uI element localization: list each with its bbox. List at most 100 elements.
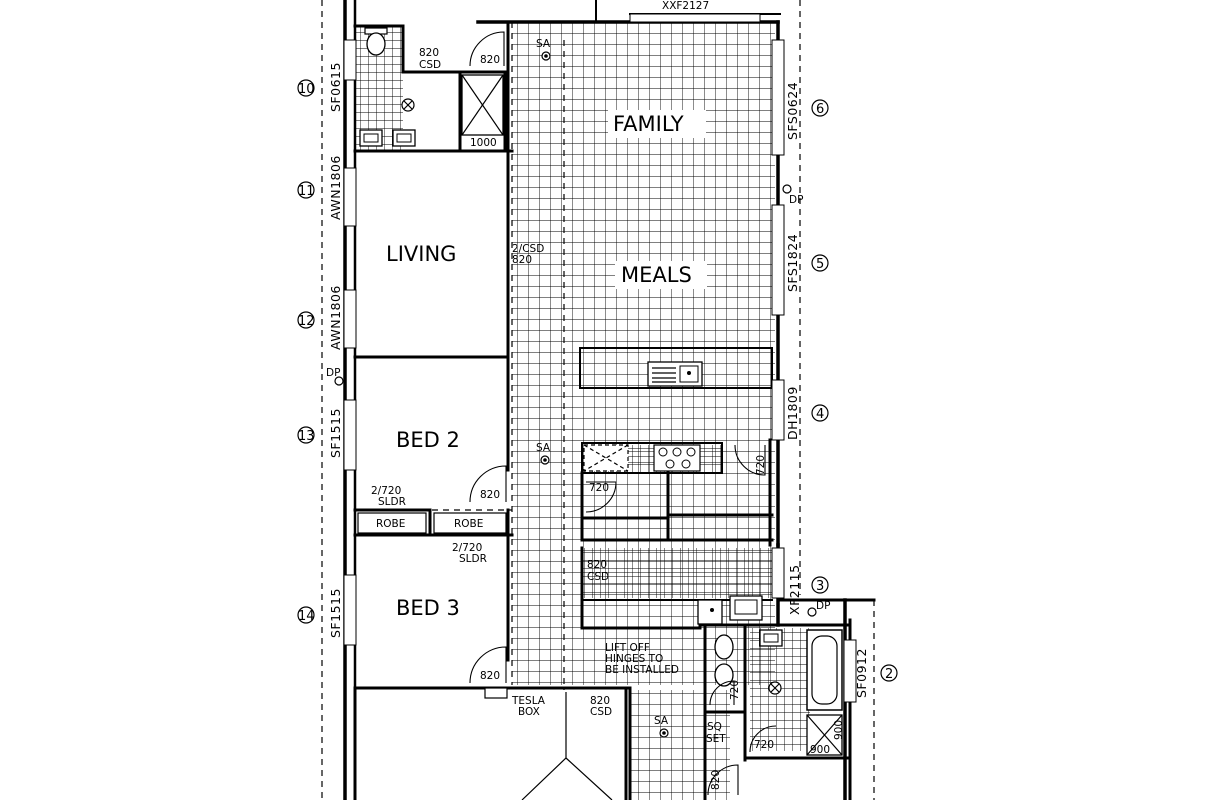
svg-text:11: 11 <box>298 184 315 199</box>
door-csd-label: 2/CSD <box>512 243 544 255</box>
door-width-label: 720 <box>754 739 774 751</box>
room-labels: FAMILY LIVING MEALS BED 2 BED 3 <box>380 110 707 620</box>
tesla-box-label: BOX <box>518 706 540 718</box>
sq-set-label: SET <box>706 733 726 745</box>
robe-label: ROBE <box>454 518 483 530</box>
window-awn1806-label: AWN1806 <box>328 155 343 220</box>
door-width-label: 720 <box>755 455 767 475</box>
bathtub-icon <box>806 629 843 711</box>
marker-2: 2 <box>880 664 898 682</box>
lift-off-hinges-note: HINGES TO <box>605 653 663 665</box>
room-bed2-label: BED 2 <box>396 428 460 452</box>
basin-icon <box>759 629 783 647</box>
sliding-door-label: 2/720 <box>371 485 401 497</box>
robe-label: ROBE <box>376 518 405 530</box>
downpipe-icon <box>334 184 817 617</box>
marker-13: 13 <box>297 426 315 444</box>
laundry-trough-icon <box>697 595 763 625</box>
door-width-label: 820 <box>480 489 500 501</box>
window-xxf2127-label: XXF2127 <box>662 0 709 12</box>
door-width-label: 820 <box>480 670 500 682</box>
svg-text:14: 14 <box>298 609 315 624</box>
tesla-box-icon <box>484 687 508 699</box>
tiled-floor <box>355 22 810 800</box>
svg-text:3: 3 <box>816 579 824 594</box>
door-csd-label: CSD <box>590 706 612 718</box>
downpipe-label: DP <box>326 367 340 379</box>
fridge-space-icon <box>583 444 629 472</box>
downpipe-label: DP <box>789 194 803 206</box>
window-sf1515-label: SF1515 <box>328 588 343 638</box>
svg-text:13: 13 <box>298 429 315 444</box>
room-bed3-label: BED 3 <box>396 596 460 620</box>
marker-14: 14 <box>297 606 315 624</box>
svg-text:10: 10 <box>298 82 315 97</box>
fixtures <box>334 27 843 756</box>
window-sf0912-label: SF0912 <box>854 648 869 698</box>
shower-size-label: 1000 <box>470 137 497 149</box>
tesla-box-label: TESLA <box>511 695 546 707</box>
smoke-alarm-icon <box>540 51 669 738</box>
sliding-door-label: SLDR <box>459 553 487 565</box>
boundary-lines <box>321 0 875 800</box>
room-living-label: LIVING <box>386 242 456 266</box>
svg-text:2: 2 <box>885 667 893 682</box>
door-width-label: 820 <box>710 770 722 790</box>
door-csd-label: CSD <box>419 59 441 71</box>
door-width-label: 900 <box>833 720 845 740</box>
window-sfs0624-label: SFS0624 <box>785 82 800 140</box>
smoke-alarm-label: SA <box>536 442 551 454</box>
downpipe-label: DP <box>816 600 830 612</box>
marker-3: 3 <box>811 576 829 594</box>
room-meals-label: MEALS <box>621 263 692 287</box>
window-labels: XXF2127 SF0615 AWN1806 AWN1806 SF1515 SF… <box>328 0 869 698</box>
room-family-label: FAMILY <box>613 112 684 136</box>
marker-11: 11 <box>297 181 315 199</box>
shower-icon <box>806 714 843 756</box>
svg-text:6: 6 <box>816 102 824 117</box>
window-sf0615-label: SF0615 <box>328 62 343 112</box>
door-csd-label: 820 <box>590 695 610 707</box>
smoke-alarm-label: SA <box>654 715 669 727</box>
window-awn1806-label: AWN1806 <box>328 285 343 350</box>
svg-text:12: 12 <box>298 314 315 329</box>
floor-waste-icon <box>401 98 415 112</box>
sliding-door-label: 2/720 <box>452 542 482 554</box>
smoke-alarm-label: SA <box>536 38 551 50</box>
shower-icon <box>461 74 504 136</box>
kitchen-sink-icon <box>647 361 703 387</box>
sliding-door-label: SLDR <box>378 496 406 508</box>
door-width-label: 820 <box>480 54 500 66</box>
reference-markers: 2 3 4 5 6 10 11 12 <box>297 79 898 682</box>
window-dh1809-label: DH1809 <box>785 386 800 440</box>
cooktop-icon <box>653 444 701 472</box>
lift-off-hinges-note: BE INSTALLED <box>605 664 679 676</box>
marker-12: 12 <box>297 311 315 329</box>
marker-5: 5 <box>811 254 829 272</box>
door-csd-label: 820 <box>419 47 439 59</box>
door-width-label: 720 <box>589 482 609 494</box>
door-csd-label: 820 <box>587 559 607 571</box>
svg-text:5: 5 <box>816 257 824 272</box>
sq-set-label: SQ <box>707 721 722 733</box>
marker-4: 4 <box>811 404 829 422</box>
window-frames <box>343 13 857 703</box>
marker-10: 10 <box>297 79 315 97</box>
window-sfs1824-label: SFS1824 <box>785 234 800 292</box>
door-csd-label: 820 <box>512 254 532 266</box>
lift-off-hinges-note: LIFT OFF <box>605 642 650 654</box>
annotations: 820 CSD 820 1000 SA SA SA 2/CSD 820 DP D… <box>326 38 845 790</box>
window-sf1515-label: SF1515 <box>328 408 343 458</box>
toilet-icon <box>364 27 388 56</box>
window-xf2115-label: XF2115 <box>787 564 802 615</box>
svg-text:4: 4 <box>816 407 824 422</box>
marker-6: 6 <box>811 99 829 117</box>
door-swings <box>469 31 777 796</box>
door-width-label: 720 <box>729 680 741 700</box>
toilet-icon <box>714 634 734 687</box>
basin-icon <box>359 129 416 147</box>
floor-waste-icon <box>768 681 782 695</box>
door-width-label: 900 <box>810 744 830 756</box>
door-csd-label: CSD <box>587 571 609 583</box>
